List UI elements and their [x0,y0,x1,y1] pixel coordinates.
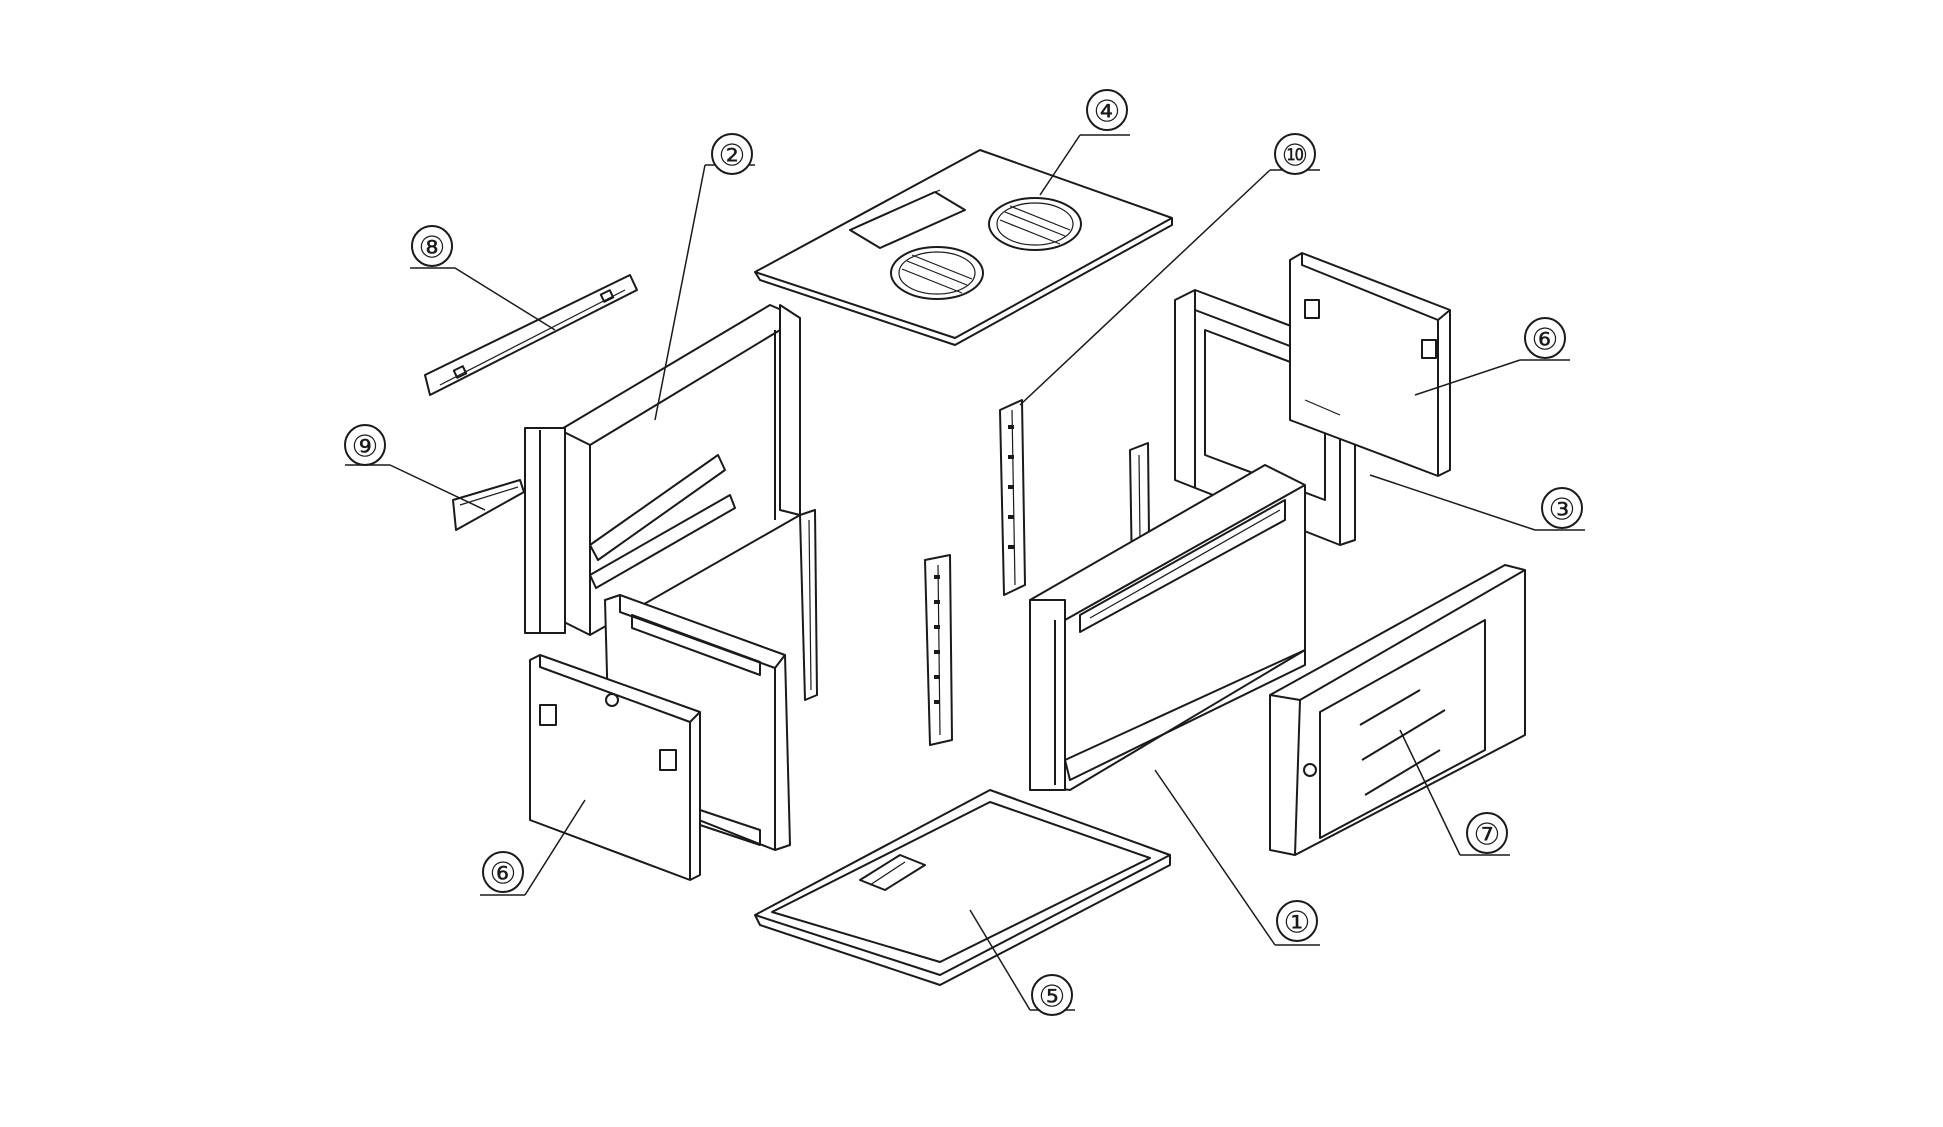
callout-label: ⑨ [352,430,379,465]
callout-2: ② [711,133,753,175]
callout-10: ⑩ [1274,133,1316,175]
lock-icon [605,693,619,707]
callout-label: ③ [1549,493,1576,528]
callout-label: ⑧ [419,231,446,266]
top-rail-strip [424,274,638,396]
fan-icon [890,246,984,300]
mounting-rail-left [799,509,818,701]
hinge-icon [1304,299,1320,319]
callout-label: ① [1284,906,1311,941]
callout-label: ④ [1094,95,1121,130]
hinge-icon [659,749,677,771]
front-frame [1029,464,1306,791]
callout-1: ① [1276,900,1318,942]
callout-3: ③ [1541,487,1583,529]
callout-label: ⑩ [1282,139,1309,174]
callout-8: ⑧ [411,225,453,267]
callout-5: ⑤ [1031,974,1073,1016]
callout-4: ④ [1086,89,1128,131]
lock-icon [1303,763,1317,777]
callout-6-right: ⑥ [1524,317,1566,359]
top-panel [754,149,1173,346]
callout-label: ⑤ [1039,980,1066,1015]
callout-label: ② [719,139,746,174]
right-side-door [1289,252,1451,477]
callout-6-left: ⑥ [482,851,524,893]
mounting-rail-center [924,554,953,746]
bottom-panel [754,789,1171,986]
mounting-rail-10 [999,399,1026,596]
callout-7: ⑦ [1466,812,1508,854]
left-side-frame [524,304,801,636]
fan-icon [988,197,1082,251]
glass-front-door [1269,564,1526,856]
hinge-icon [1421,339,1437,359]
hinge-icon [539,704,557,726]
callout-9: ⑨ [344,424,386,466]
callout-label: ⑦ [1474,818,1501,853]
small-bracket [452,479,525,531]
callout-label: ⑥ [1532,323,1559,358]
callout-label: ⑥ [490,857,517,892]
left-side-door [529,654,701,881]
